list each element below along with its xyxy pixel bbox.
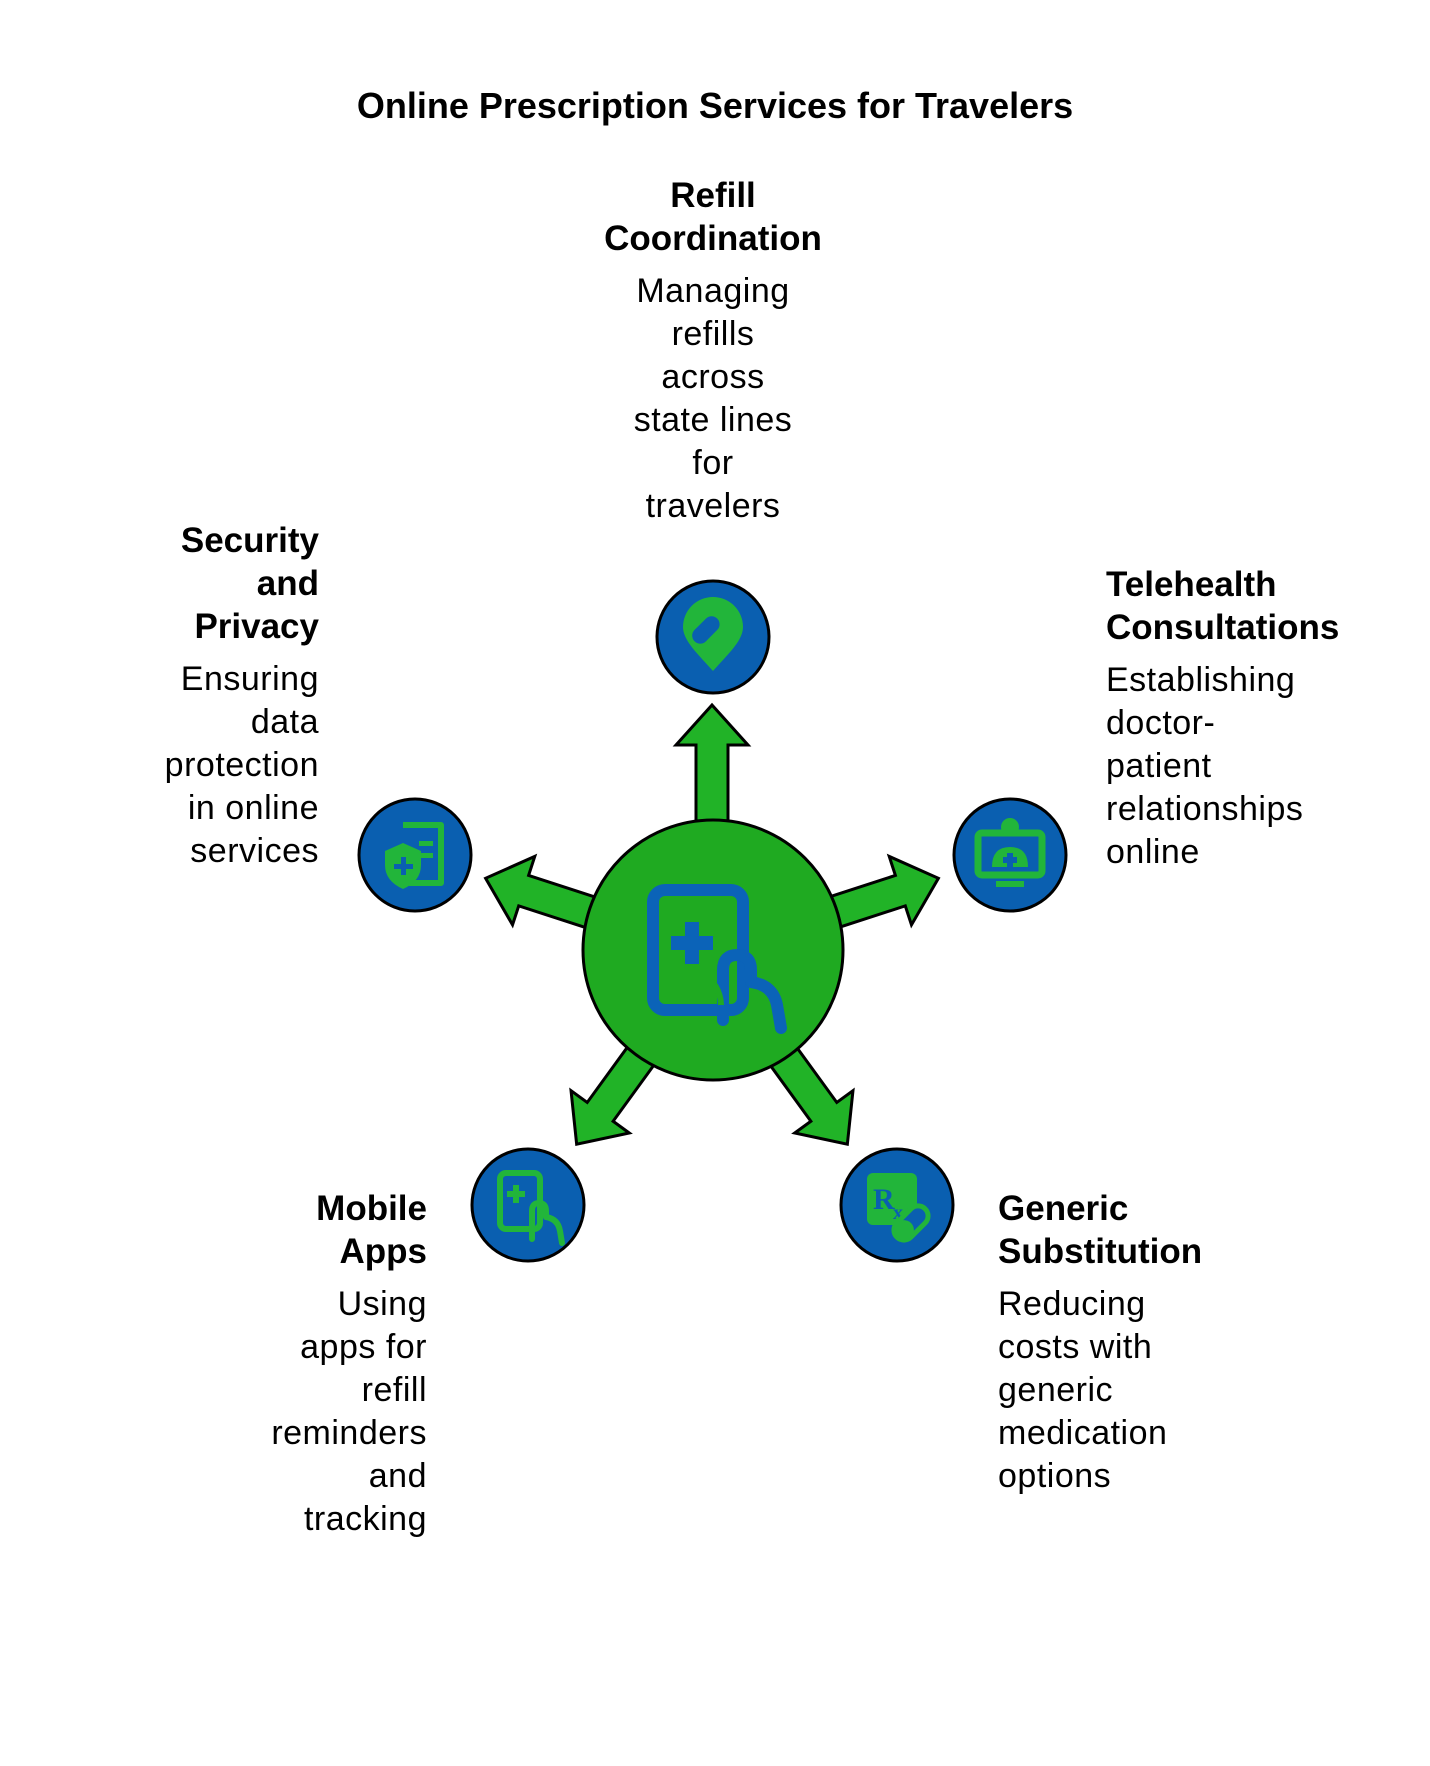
text-line: state lines bbox=[633, 401, 793, 439]
text-line: reminders bbox=[271, 1414, 427, 1452]
svg-text:R: R bbox=[873, 1183, 895, 1216]
text-line: relationships bbox=[1106, 790, 1304, 828]
text-line: refills bbox=[671, 315, 755, 353]
node-refill bbox=[655, 579, 771, 695]
text-line: Substitution bbox=[998, 1232, 1203, 1271]
generic-description: Reducing costs with generic medication optio… bbox=[998, 1283, 1298, 1498]
text-line: for bbox=[692, 444, 734, 482]
text-line: Telehealth bbox=[1106, 565, 1277, 604]
text-line: apps for bbox=[300, 1328, 427, 1366]
center-hub bbox=[581, 818, 845, 1082]
diagram-title: Online Prescription Services for Travele… bbox=[356, 85, 1074, 126]
mobile-app-touch-icon bbox=[497, 1170, 565, 1246]
text-line: and bbox=[256, 564, 319, 603]
text-line: generic bbox=[998, 1371, 1114, 1409]
text-line: Using bbox=[337, 1285, 427, 1323]
node-security bbox=[357, 797, 473, 913]
text-line: travelers bbox=[645, 487, 781, 525]
refill-description: Managing refills across state lines for trave… bbox=[563, 270, 863, 528]
text-line: Apps bbox=[339, 1232, 428, 1271]
node-telehealth bbox=[952, 797, 1068, 913]
text-line: Mobile bbox=[316, 1189, 427, 1228]
text-line: in online bbox=[187, 789, 319, 827]
text-line: patient bbox=[1106, 747, 1212, 785]
text-line: and bbox=[368, 1457, 427, 1495]
arrows bbox=[483, 702, 941, 1147]
text-line: Generic bbox=[998, 1189, 1129, 1228]
text-line: Security bbox=[180, 521, 319, 560]
text-line: services bbox=[190, 832, 319, 870]
shield-document-icon bbox=[385, 822, 444, 889]
text-line: refill bbox=[361, 1371, 427, 1409]
text-line: Privacy bbox=[194, 607, 319, 646]
text-line: data bbox=[250, 703, 319, 741]
text-line: online bbox=[1106, 833, 1200, 871]
text-line: Reducing bbox=[998, 1285, 1146, 1323]
text-line: doctor- bbox=[1106, 704, 1216, 742]
phone-medical-touch-icon bbox=[647, 884, 787, 1034]
rx-pill-icon: R x bbox=[867, 1173, 931, 1243]
pill-location-icon bbox=[683, 597, 743, 671]
text-line: tracking bbox=[303, 1500, 427, 1538]
security-description: Ensuring data protection in online services bbox=[19, 658, 319, 873]
telehealth-monitor-icon bbox=[974, 818, 1046, 887]
text-line: options bbox=[998, 1457, 1112, 1495]
text-line: Managing bbox=[636, 272, 790, 310]
text-line: costs with bbox=[998, 1328, 1153, 1366]
node-generic: R x bbox=[839, 1147, 955, 1263]
text-line: Ensuring bbox=[180, 660, 319, 698]
mobile-description: Using apps for refill reminders and tracking bbox=[127, 1283, 427, 1541]
text-line: medication bbox=[998, 1414, 1168, 1452]
text-line: Refill bbox=[670, 176, 756, 215]
text-line: Establishing bbox=[1106, 661, 1296, 699]
svg-text:x: x bbox=[893, 1202, 903, 1224]
text-line: across bbox=[661, 358, 765, 396]
node-mobile bbox=[470, 1147, 586, 1263]
telehealth-description: Establishing doctor-patient relationships o… bbox=[1106, 659, 1406, 874]
text-line: Coordination bbox=[604, 219, 822, 258]
text-line: Consultations bbox=[1106, 608, 1340, 647]
text-line: protection bbox=[164, 746, 319, 784]
